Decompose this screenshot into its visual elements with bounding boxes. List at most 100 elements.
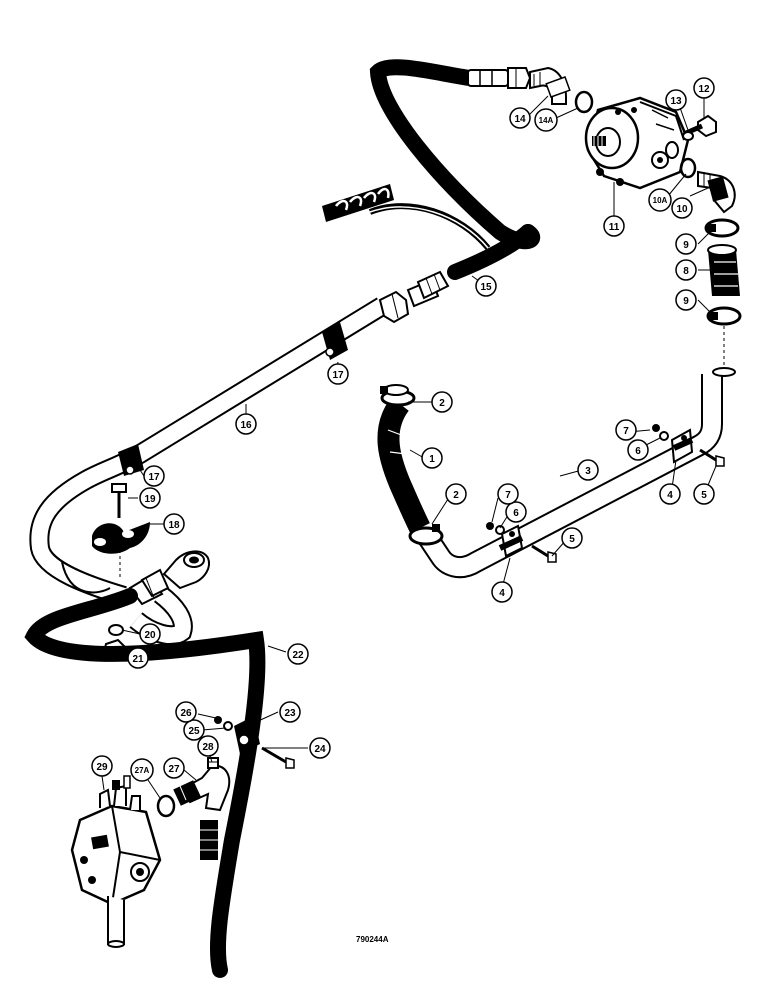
washer-6-right <box>659 431 669 441</box>
svg-text:11: 11 <box>609 222 620 233</box>
o-ring-10a <box>679 157 697 179</box>
callout-11: 11 <box>603 215 625 237</box>
svg-text:21: 21 <box>132 654 144 665</box>
hose-15-lower-fitting <box>406 270 450 308</box>
clamp-17-upper <box>322 322 348 360</box>
callout-16: 16 <box>235 413 257 435</box>
clamp-9-lower <box>706 306 742 326</box>
hose-1 <box>377 397 430 533</box>
svg-text:26: 26 <box>180 708 192 719</box>
leader-lines <box>101 90 717 799</box>
callout-26: 26 <box>175 701 197 723</box>
svg-text:9: 9 <box>683 240 689 251</box>
clamp-18 <box>92 522 150 554</box>
bolt-24 <box>261 746 295 769</box>
svg-text:2: 2 <box>439 398 445 409</box>
svg-text:2: 2 <box>453 490 459 501</box>
svg-text:9: 9 <box>683 296 689 307</box>
callout-27a: 27A <box>130 758 154 782</box>
clamp-2-lower <box>408 524 444 546</box>
clamp-23 <box>234 716 260 754</box>
callout-21: 21 <box>127 647 149 669</box>
elbow-10 <box>697 170 736 214</box>
hose-braid-detail <box>322 184 491 250</box>
svg-text:20: 20 <box>144 630 156 641</box>
nut-7-left <box>486 522 494 530</box>
nut-26 <box>214 716 222 724</box>
clamp-17-lower <box>118 444 144 476</box>
clamp-4-left <box>498 524 524 558</box>
clamp-2-upper <box>380 384 416 407</box>
washer-20 <box>108 624 124 636</box>
hose-8 <box>707 244 740 296</box>
callout-28: 28 <box>197 735 219 757</box>
nut-7-right <box>652 424 660 432</box>
washer-25 <box>223 721 233 731</box>
svg-text:14: 14 <box>514 114 526 125</box>
washer-13 <box>682 131 694 141</box>
svg-text:8: 8 <box>683 266 689 277</box>
svg-text:13: 13 <box>670 96 682 107</box>
tube-3 <box>418 367 736 579</box>
callout-1: 1 <box>421 447 443 469</box>
callout-9-upper: 9 <box>675 233 697 255</box>
callout-10a: 10A <box>648 188 672 212</box>
bolt-5-right <box>699 448 725 467</box>
elbow-14 <box>529 66 571 105</box>
callout-2-lower: 2 <box>445 483 467 505</box>
callout-14a: 14A <box>534 108 558 132</box>
svg-text:19: 19 <box>144 494 156 505</box>
bolt-5-left <box>531 544 557 563</box>
svg-text:6: 6 <box>513 508 519 519</box>
callout-20: 20 <box>139 623 161 645</box>
valve-29 <box>70 775 162 948</box>
svg-text:6: 6 <box>635 446 641 457</box>
callout-19: 19 <box>139 487 161 509</box>
callout-4-right: 4 <box>659 483 681 505</box>
plug-28 <box>207 757 219 769</box>
svg-text:25: 25 <box>188 726 200 737</box>
svg-text:24: 24 <box>314 744 326 755</box>
callout-22: 22 <box>287 643 309 665</box>
svg-text:1: 1 <box>429 454 435 465</box>
washer-6-left <box>495 525 505 535</box>
hose-22 <box>24 588 266 978</box>
svg-text:28: 28 <box>202 742 214 753</box>
svg-text:7: 7 <box>505 490 511 501</box>
callout-6-left: 6 <box>505 501 527 523</box>
bolt-19 <box>111 483 127 518</box>
callout-25: 25 <box>183 719 205 741</box>
clamp-4-right <box>670 428 694 464</box>
callout-5-right: 5 <box>693 483 715 505</box>
svg-text:16: 16 <box>240 420 252 431</box>
tube-16-fitting <box>378 290 410 324</box>
pump-11 <box>584 96 690 190</box>
svg-text:3: 3 <box>585 466 591 477</box>
callout-24: 24 <box>309 737 331 759</box>
svg-text:7: 7 <box>623 426 629 437</box>
svg-text:5: 5 <box>701 490 707 501</box>
callouts: 1 2 2 3 4 4 5 5 6 6 7 7 8 9 9 10 10A 11 … <box>91 77 715 782</box>
callout-3: 3 <box>577 459 599 481</box>
svg-text:17: 17 <box>332 370 344 381</box>
hose-15-upper-fitting <box>467 67 532 89</box>
svg-text:17: 17 <box>148 472 160 483</box>
svg-text:4: 4 <box>499 588 505 599</box>
svg-text:10A: 10A <box>653 196 668 205</box>
svg-text:18: 18 <box>168 520 180 531</box>
svg-text:5: 5 <box>569 534 575 545</box>
callout-7-left: 7 <box>497 483 519 505</box>
callout-17-lower: 17 <box>143 465 165 487</box>
svg-text:12: 12 <box>698 84 710 95</box>
callout-27: 27 <box>163 757 185 779</box>
svg-text:23: 23 <box>284 708 296 719</box>
callout-15: 15 <box>475 275 497 297</box>
svg-text:29: 29 <box>96 762 108 773</box>
hose-22-upper-fitting <box>128 568 170 606</box>
o-ring-27a <box>156 794 176 818</box>
svg-text:14A: 14A <box>539 116 554 125</box>
callout-17-upper: 17 <box>327 363 349 385</box>
callout-5-left: 5 <box>561 527 583 549</box>
callout-4-left: 4 <box>491 581 513 603</box>
callout-12: 12 <box>693 77 715 99</box>
